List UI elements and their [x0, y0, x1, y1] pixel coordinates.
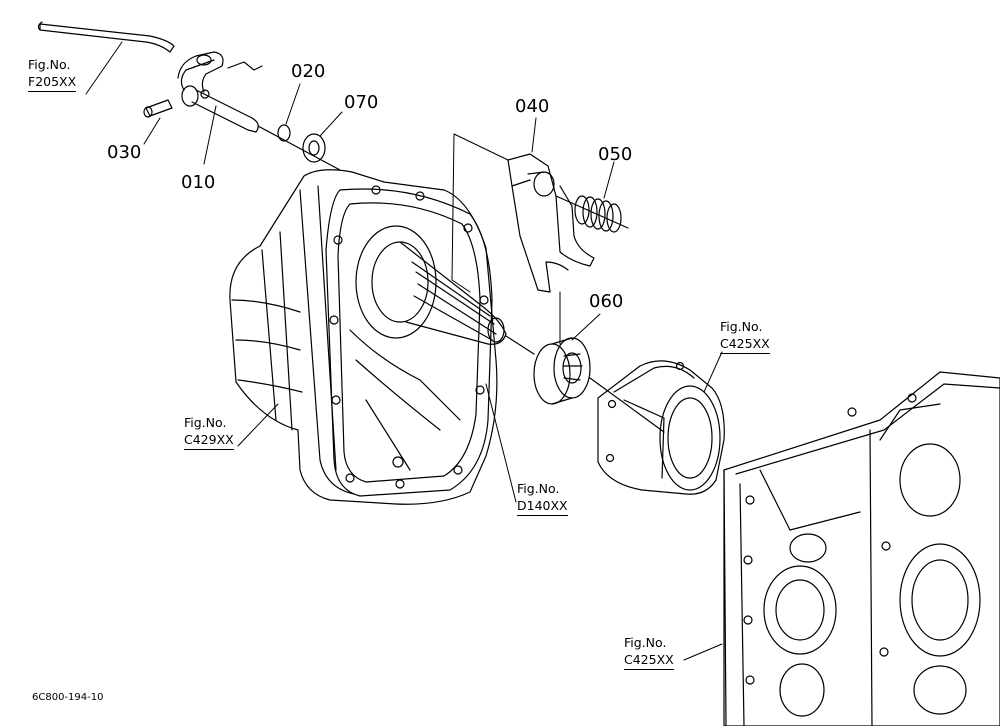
figure-ref-d140[interactable]: Fig.No. D140XX — [517, 480, 568, 516]
housing-c425-main — [724, 372, 1000, 726]
figure-ref-c425-lower[interactable]: Fig.No. C425XX — [624, 634, 674, 670]
part-number-020: 020 — [291, 61, 326, 82]
part-060-collar — [534, 338, 590, 404]
part-number-040: 040 — [515, 96, 550, 117]
figure-ref-code: C425XX — [720, 335, 770, 354]
cover-c425-middle — [598, 361, 724, 494]
figure-ref-f205[interactable]: Fig.No. F205XX — [28, 56, 77, 92]
figure-ref-code: D140XX — [517, 497, 568, 516]
part-number-010: 010 — [181, 172, 216, 193]
part-number-030: 030 — [107, 142, 142, 163]
figure-ref-label: Fig.No. — [517, 481, 560, 496]
part-number-070: 070 — [344, 92, 379, 113]
figure-ref-label: Fig.No. — [28, 57, 71, 72]
part-070-washer — [303, 134, 325, 162]
part-050-spring — [575, 196, 621, 232]
part-number-060: 060 — [589, 291, 624, 312]
document-id: 6C800-194-10 — [32, 692, 104, 703]
figure-ref-label: Fig.No. — [184, 415, 227, 430]
figure-ref-label: Fig.No. — [624, 635, 667, 650]
leader-lines — [86, 42, 722, 660]
part-010-shaft — [178, 52, 262, 132]
figure-ref-code: F205XX — [28, 73, 77, 92]
figure-ref-c429[interactable]: Fig.No. C429XX — [184, 414, 234, 450]
part-number-050: 050 — [598, 144, 633, 165]
housing-c429 — [230, 170, 506, 505]
part-020-oring — [278, 125, 290, 141]
figure-ref-code: C425XX — [624, 651, 674, 670]
part-040-shift-fork — [508, 154, 594, 292]
figure-ref-c425-upper[interactable]: Fig.No. C425XX — [720, 318, 770, 354]
figure-ref-label: Fig.No. — [720, 319, 763, 334]
lever-rod — [38, 22, 174, 52]
figure-ref-code: C429XX — [184, 431, 234, 450]
part-030-pin — [144, 100, 172, 117]
